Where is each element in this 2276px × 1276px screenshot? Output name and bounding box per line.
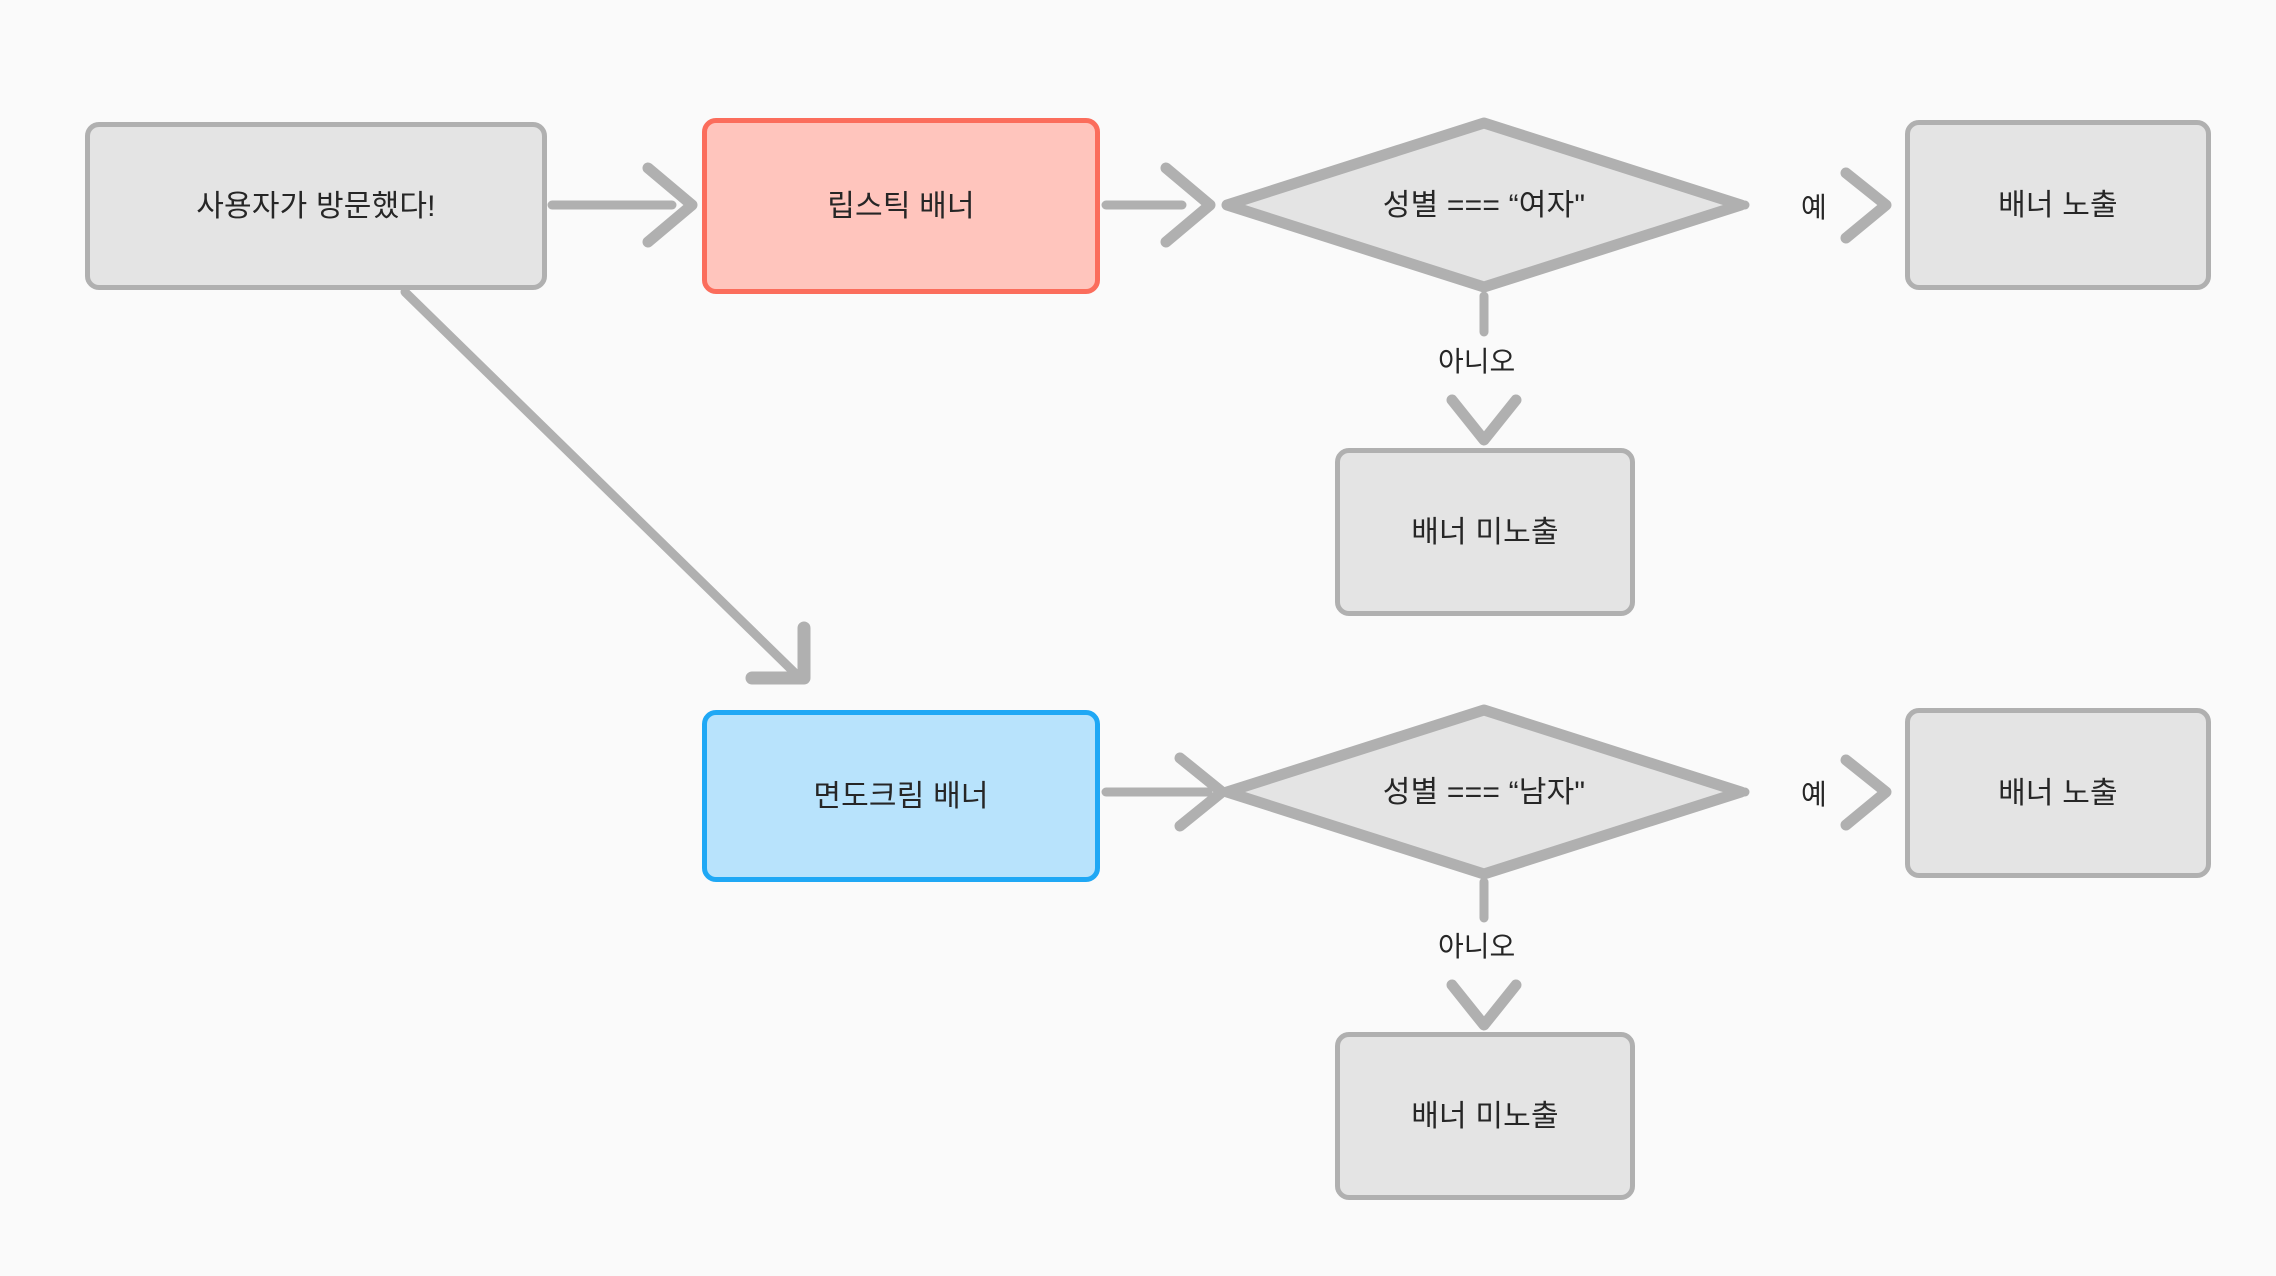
node-show-banner-female-label: 배너 노출 xyxy=(1998,188,2118,222)
node-hide-banner-male-label: 배너 미노출 xyxy=(1411,1099,1559,1133)
node-show-banner-male-label: 배너 노출 xyxy=(1998,776,2118,810)
edge-label-no-male: 아니오 xyxy=(1432,925,1522,965)
node-show-banner-female[interactable]: 배너 노출 xyxy=(1905,120,2211,290)
node-lipstick-banner-label: 립스틱 배너 xyxy=(827,189,975,223)
edge-start-to-shavingcream xyxy=(400,287,811,685)
node-condition-female-label: 성별 === “여자" xyxy=(1382,188,1586,222)
edge-label-no-female: 아니오 xyxy=(1432,340,1522,380)
node-start-label: 사용자가 방문했다! xyxy=(196,189,436,223)
node-shavingcream-banner[interactable]: 면도크림 배너 xyxy=(702,710,1100,882)
node-show-banner-male[interactable]: 배너 노출 xyxy=(1905,708,2211,878)
node-hide-banner-female-label: 배너 미노출 xyxy=(1411,515,1559,549)
node-shavingcream-banner-label: 면도크림 배너 xyxy=(813,779,989,813)
edge-label-yes-male: 예 xyxy=(1795,773,1833,813)
node-condition-female[interactable]: 성별 === “여자" xyxy=(1220,116,1748,294)
node-condition-male-label: 성별 === “남자" xyxy=(1382,775,1586,809)
node-lipstick-banner[interactable]: 립스틱 배너 xyxy=(702,118,1100,294)
node-condition-male[interactable]: 성별 === “남자" xyxy=(1220,703,1748,881)
node-hide-banner-female[interactable]: 배너 미노출 xyxy=(1335,448,1635,616)
node-hide-banner-male[interactable]: 배너 미노출 xyxy=(1335,1032,1635,1200)
edge-lipstick-to-condition-female xyxy=(1101,162,1216,248)
diamond-shape-male xyxy=(1221,704,1747,880)
diamond-shape-female xyxy=(1221,117,1747,293)
edge-start-to-lipstick xyxy=(547,162,698,248)
edge-shavingcream-to-condition-male xyxy=(1101,752,1228,832)
node-start[interactable]: 사용자가 방문했다! xyxy=(85,122,547,290)
edge-label-yes-female: 예 xyxy=(1795,186,1833,226)
